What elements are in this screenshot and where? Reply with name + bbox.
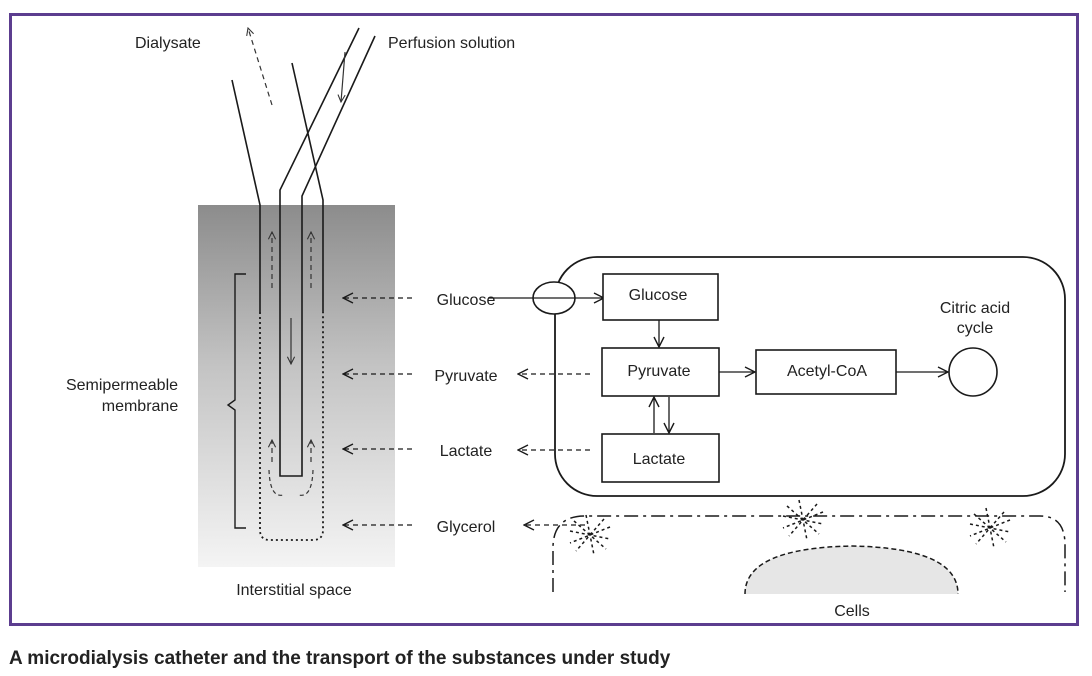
membrane-brace xyxy=(226,273,246,529)
acetyl-coa-box xyxy=(755,349,897,395)
metabolic-boxes xyxy=(601,273,897,483)
pyruvate-box-label: Pyruvate xyxy=(627,363,690,380)
cell-compartment xyxy=(554,256,1066,497)
substance-glycerol-label: Glycerol xyxy=(437,519,496,536)
dialysate-label: Dialysate xyxy=(135,35,201,52)
microdialysis-diagram: Dialysate Perfusion solution Semipermeab… xyxy=(66,0,1066,620)
lactate-box xyxy=(601,433,720,483)
citric-acid-cycle-circle xyxy=(948,347,998,397)
substance-lactate-label: Lactate xyxy=(440,443,493,460)
figure-caption: A microdialysis catheter and the transpo… xyxy=(9,648,671,669)
pyruvate-box xyxy=(601,347,720,397)
cycle-label: cycle xyxy=(957,320,994,337)
metabolic-arrows xyxy=(654,320,948,433)
substance-glucose-label: Glucose xyxy=(437,292,496,309)
cells-label: Cells xyxy=(834,603,870,620)
substance-pyruvate-label: Pyruvate xyxy=(434,368,497,385)
cell-membrane xyxy=(552,515,1066,592)
catheter xyxy=(231,27,376,541)
interstitial-space-label: Interstitial space xyxy=(236,582,352,599)
interstitial-tissue xyxy=(198,205,395,567)
acetyl-coa-box-label: Acetyl-CoA xyxy=(787,363,867,380)
cell-nucleus xyxy=(745,546,958,594)
transport-arrows xyxy=(343,298,590,525)
lactate-box-label: Lactate xyxy=(633,451,686,468)
membrane-label: membrane xyxy=(102,398,179,415)
semipermeable-label: Semipermeable xyxy=(66,377,178,394)
membrane-burst-marks xyxy=(569,499,1011,556)
figure-frame xyxy=(9,13,1079,626)
perfusion-solution-label: Perfusion solution xyxy=(388,35,515,52)
citric-acid-label: Citric acid xyxy=(940,300,1010,317)
catheter-flow-arrows xyxy=(248,28,345,496)
glucose-box-label: Glucose xyxy=(629,287,688,304)
glucose-box xyxy=(602,273,719,321)
